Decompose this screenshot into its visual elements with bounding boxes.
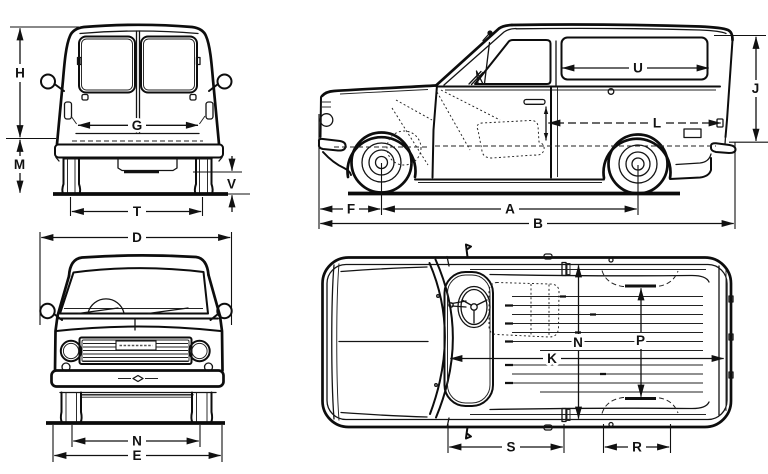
svg-text:V: V — [227, 177, 236, 192]
svg-text:G: G — [132, 118, 143, 133]
svg-text:A: A — [505, 202, 515, 217]
svg-text:T: T — [133, 204, 142, 219]
svg-text:N: N — [573, 335, 583, 350]
svg-text:U: U — [633, 61, 643, 76]
svg-text:P: P — [636, 333, 645, 348]
svg-text:S: S — [506, 440, 515, 455]
svg-text:R: R — [632, 440, 642, 455]
svg-text:N: N — [132, 434, 142, 449]
svg-text:M: M — [14, 157, 25, 172]
svg-text:K: K — [547, 351, 557, 366]
svg-text:H: H — [15, 66, 25, 81]
svg-text:F: F — [347, 202, 355, 217]
svg-text:L: L — [653, 116, 661, 131]
svg-text:E: E — [132, 448, 141, 463]
svg-text:B: B — [533, 216, 543, 231]
svg-text:J: J — [752, 81, 760, 96]
svg-text:D: D — [132, 230, 142, 245]
